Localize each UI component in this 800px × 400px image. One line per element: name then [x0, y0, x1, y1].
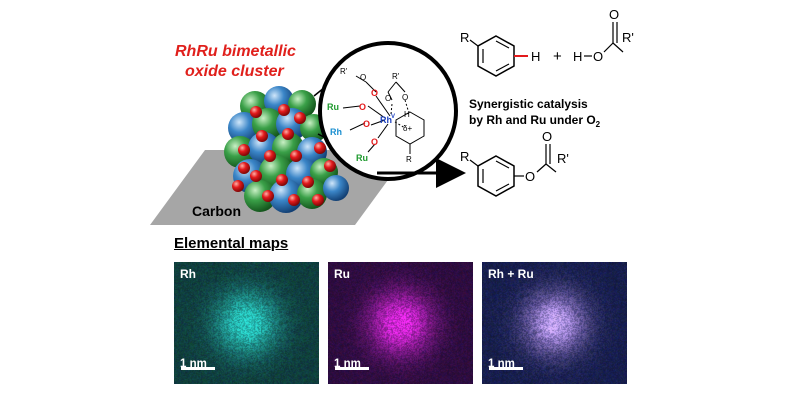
- rh-scale-label: 1 nm: [180, 358, 207, 370]
- oxygen-atom: [288, 194, 300, 206]
- magnified-view-circle: [318, 41, 458, 181]
- oxygen-atom: [302, 176, 314, 188]
- oxygen-atom: [276, 174, 288, 186]
- h-atom-bridge: H: [404, 110, 410, 119]
- r-prime-right: R': [392, 72, 400, 81]
- elemental-maps-title: Elemental maps: [174, 235, 289, 252]
- mechanism-detail: [342, 75, 425, 154]
- product-o-top: O: [542, 129, 552, 144]
- oxygen-atom: [264, 150, 276, 162]
- oxygen-atom: [294, 112, 306, 124]
- ru-label-bottom: Ru: [356, 153, 368, 163]
- ru-label-top: Ru: [327, 102, 339, 112]
- oxygen-atom: [290, 150, 302, 162]
- carbon-label: Carbon: [192, 203, 241, 219]
- oxygen-atom: [250, 170, 262, 182]
- ru-map-label: Ru: [334, 267, 350, 281]
- oxygen-atom: [278, 104, 290, 116]
- rh-label-left: Rh: [330, 127, 342, 137]
- acid-h: H: [573, 49, 582, 64]
- synergy-line1: Synergistic catalysis: [469, 97, 588, 111]
- elemental-map-ru: Ru 1 nm: [328, 262, 473, 384]
- rh-ru-scale-label: 1 nm: [488, 358, 515, 370]
- rh-oxidation-state: V: [391, 114, 395, 120]
- product-r: R: [460, 149, 469, 164]
- cluster-title-line2: oxide cluster: [185, 63, 284, 80]
- rh-map-image: [174, 262, 319, 384]
- oxygen-atom: [314, 142, 326, 154]
- acid-o: O: [593, 49, 603, 64]
- rh-ru-map-label: Rh + Ru: [488, 267, 534, 281]
- rh-atom: [323, 175, 349, 201]
- plus-sign: +: [553, 48, 562, 65]
- acid-r-prime: R': [622, 30, 634, 45]
- o-atom-5: O: [360, 73, 366, 82]
- elemental-map-rh-ru: Rh + Ru 1 nm: [482, 262, 627, 384]
- r-substituent: R: [406, 155, 412, 164]
- oxygen-atom: [282, 128, 294, 140]
- oxygen-atom: [256, 130, 268, 142]
- ru-atom: [244, 180, 276, 212]
- oxygen-atom: [262, 190, 274, 202]
- oxygen-atom: [238, 144, 250, 156]
- o-atom-6: O: [385, 94, 391, 103]
- rh-ru-scale-bar: [489, 367, 523, 370]
- product-o: O: [525, 169, 535, 184]
- acid-o-top: O: [609, 7, 619, 22]
- r-prime-left: R': [340, 67, 348, 76]
- oxygen-atom: [312, 194, 324, 206]
- reactant-r: R: [460, 30, 469, 45]
- rh-ru-map-image: [482, 262, 627, 384]
- ru-scale-label: 1 nm: [334, 358, 361, 370]
- o-atom-2: O: [363, 119, 370, 129]
- rh-scale-bar: [181, 367, 215, 370]
- elemental-map-rh: Rh 1 nm: [174, 262, 319, 384]
- ru-scale-bar: [335, 367, 369, 370]
- oxygen-atom: [232, 180, 244, 192]
- oxygen-atom: [250, 106, 262, 118]
- cluster-title-line1: RhRu bimetallic: [175, 43, 296, 60]
- reactant-arene: [469, 35, 528, 77]
- rh-center-label: Rh: [380, 115, 392, 125]
- oxygen-atom: [238, 162, 250, 174]
- product-r-prime: R': [557, 151, 569, 166]
- reactant-h: H: [531, 49, 540, 64]
- o-atom-4: O: [371, 88, 378, 98]
- o-atom-1: O: [359, 102, 366, 112]
- rh-atom: [228, 112, 260, 144]
- o-atom-3: O: [371, 137, 378, 147]
- ru-map-image: [328, 262, 473, 384]
- acid-carbonyl: [603, 22, 624, 53]
- oxygen-atom: [324, 160, 336, 172]
- o-atom-7: O: [402, 93, 408, 102]
- rh-map-label: Rh: [180, 267, 196, 281]
- delta-plus: δ+: [403, 124, 412, 133]
- product-ester: [469, 144, 557, 197]
- synergy-line2: by Rh and Ru under O2: [469, 113, 601, 129]
